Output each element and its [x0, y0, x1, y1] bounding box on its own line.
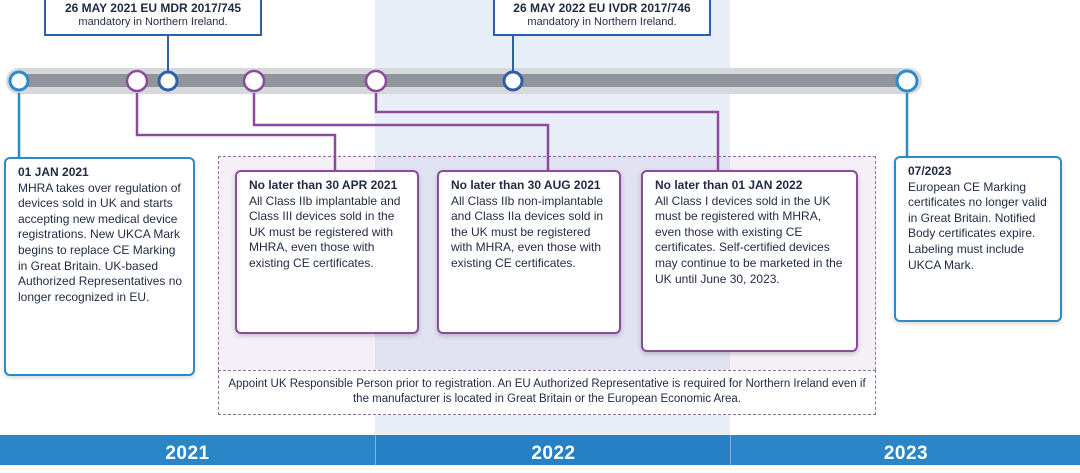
event-ivdr-title: 26 MAY 2022 EU IVDR 2017/746 [513, 1, 691, 15]
milestone-apr-2021 [125, 69, 149, 93]
year-label-2022: 2022 [375, 435, 731, 465]
milestone-jan-2021 [8, 70, 30, 92]
event-mdr-box: 26 MAY 2021 EU MDR 2017/745 mandatory in… [44, 0, 262, 36]
milestone-mdr-2021 [157, 70, 179, 92]
note-jan-2021: 01 JAN 2021 MHRA takes over regulation o… [4, 157, 195, 376]
event-ivdr-box: 26 MAY 2022 EU IVDR 2017/746 mandatory i… [493, 0, 711, 36]
connector-aug-2021 [252, 93, 550, 172]
note-jul-2023-heading: 07/2023 [908, 164, 952, 178]
note-apr-2021: No later than 30 APR 2021 All Class IIb … [235, 170, 419, 334]
timeline-track-core [10, 74, 918, 87]
connector-apr-2021 [135, 93, 337, 172]
note-aug-2021-heading: No later than 30 AUG 2021 [451, 178, 601, 192]
connector-jan-2022 [374, 93, 720, 172]
note-jan-2021-heading: 01 JAN 2021 [18, 165, 89, 179]
year-label-2023: 2023 [730, 435, 1080, 465]
note-aug-2021: No later than 30 AUG 2021 All Class IIb … [437, 170, 621, 334]
note-aug-2021-body: All Class IIb non-implantable and Class … [451, 193, 604, 270]
footnote-responsible-person: Appoint UK Responsible Person prior to r… [218, 370, 876, 415]
note-apr-2021-heading: No later than 30 APR 2021 [249, 178, 398, 192]
note-jan-2022: No later than 01 JAN 2022 All Class I de… [641, 170, 858, 352]
milestone-jan-2022 [364, 69, 388, 93]
milestone-ivdr-2022 [502, 70, 524, 92]
milestone-aug-2021 [242, 69, 266, 93]
note-apr-2021-body: All Class IIb implantable and Class III … [249, 193, 401, 270]
note-jul-2023: 07/2023 European CE Marking certificates… [894, 156, 1062, 322]
event-mdr-title: 26 MAY 2021 EU MDR 2017/745 [64, 1, 242, 15]
note-jan-2022-heading: No later than 01 JAN 2022 [655, 178, 803, 192]
year-label-2021: 2021 [0, 435, 375, 465]
milestone-jul-2023 [895, 69, 919, 93]
note-jan-2022-body: All Class I devices sold in the UK must … [655, 193, 843, 286]
note-jul-2023-body: European CE Marking certificates no long… [908, 179, 1047, 272]
event-mdr-subtitle: mandatory in Northern Ireland. [78, 16, 228, 28]
event-ivdr-subtitle: mandatory in Northern Ireland. [527, 16, 677, 28]
note-jan-2021-body: MHRA takes over regulation of devices so… [18, 180, 183, 304]
